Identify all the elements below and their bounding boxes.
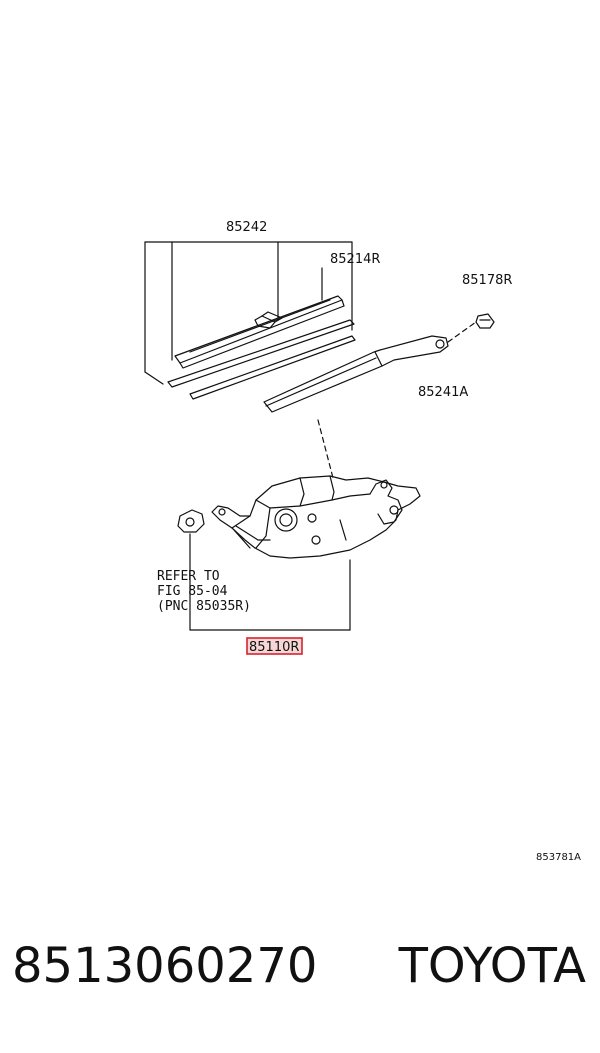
note-line-2: FIG 85-04 — [157, 584, 228, 599]
wiper-motor-illustration — [211, 475, 421, 559]
note-line-1: REFER TO — [157, 569, 220, 584]
callout-85242: 85242 — [226, 220, 267, 235]
callout-85110r: 85110R — [249, 640, 299, 655]
callout-85178r: 85178R — [462, 273, 512, 288]
part-number: 8513060270 — [12, 938, 318, 994]
illustration-code: 853781A — [536, 852, 581, 863]
footer: 8513060270 TOYOTA — [0, 938, 600, 1008]
callout-85241a: 85241A — [418, 385, 468, 400]
grommet-illustration — [177, 509, 205, 533]
cap-illustration — [475, 313, 495, 329]
note-line-3: (PNC 85035R) — [157, 599, 251, 614]
motor-assy-bracket — [189, 533, 351, 631]
alignment-leader-lines — [317, 321, 477, 479]
blade-assy-bracket — [144, 241, 353, 385]
wiper-blade-illustration — [174, 295, 345, 369]
highlight-box — [246, 637, 303, 655]
wiper-arm-illustration — [263, 335, 449, 413]
brand-name: TOYOTA — [398, 938, 586, 994]
callout-85214r: 85214R — [330, 252, 380, 267]
blade-rubber-illustration — [167, 319, 356, 400]
